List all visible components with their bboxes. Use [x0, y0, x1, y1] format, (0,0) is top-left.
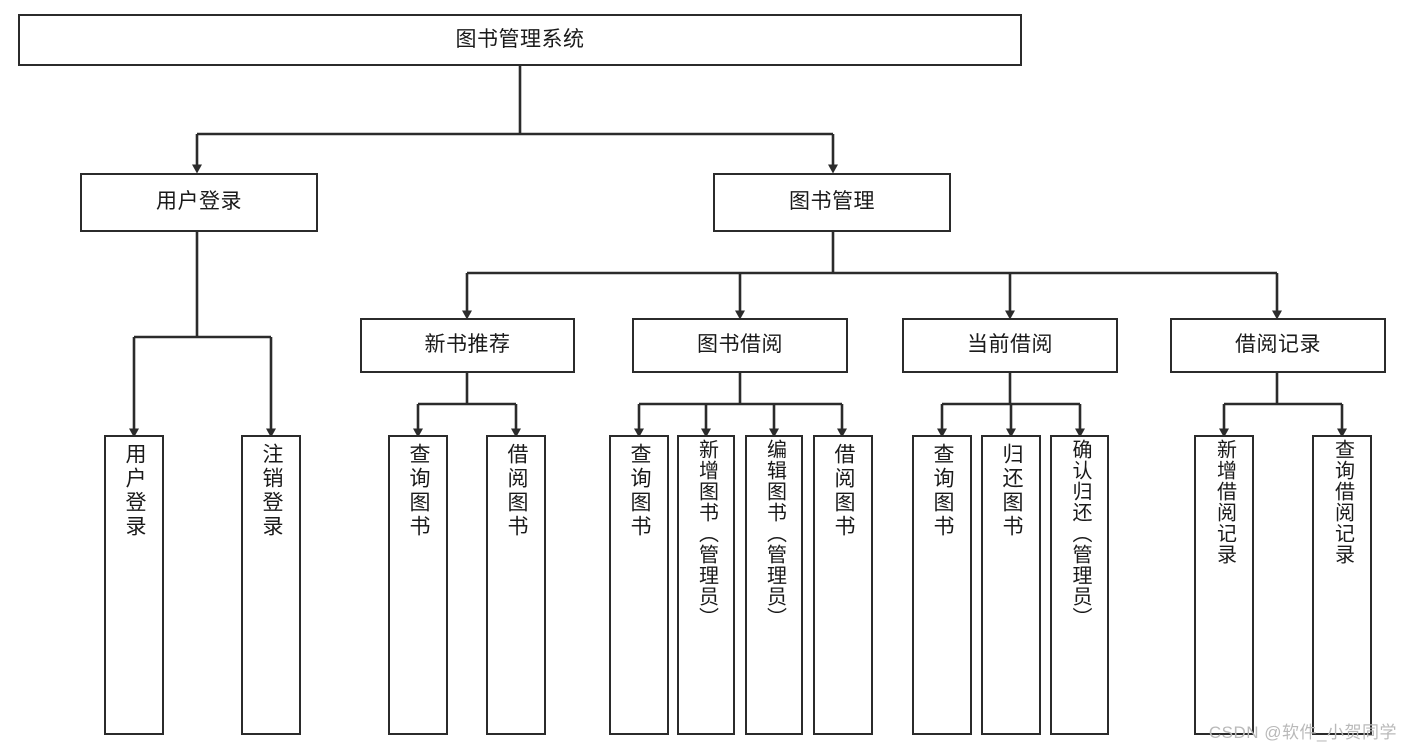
node-current-borrow[interactable]: 当前借阅: [902, 318, 1118, 373]
node-root[interactable]: 图书管理系统: [18, 14, 1022, 66]
node-leaf-borrow-book-1-label: 借阅图书: [505, 443, 529, 539]
node-book-manage[interactable]: 图书管理: [713, 173, 951, 232]
node-book-manage-label: 图书管理: [789, 190, 875, 214]
node-leaf-borrow-book-2-label: 借阅图书: [832, 443, 856, 539]
node-leaf-user-login-label: 用户登录: [123, 443, 147, 539]
node-leaf-query-book-1-label: 查询图书: [407, 443, 431, 539]
node-leaf-borrow-book-1[interactable]: 借阅图书: [486, 435, 546, 735]
node-leaf-return-book-label: 归还图书: [1000, 443, 1024, 539]
node-new-book-rec[interactable]: 新书推荐: [360, 318, 575, 373]
node-user-login-label: 用户登录: [156, 190, 242, 214]
watermark: CSDN @软件_小贺同学: [1208, 723, 1397, 742]
node-leaf-user-login[interactable]: 用户登录: [104, 435, 164, 735]
node-current-borrow-label: 当前借阅: [967, 333, 1053, 357]
node-leaf-query-book-3-label: 查询图书: [931, 443, 955, 539]
node-root-label: 图书管理系统: [455, 27, 585, 51]
node-leaf-edit-book-label: 编辑图书（管理员）: [763, 439, 786, 628]
node-leaf-logout-label: 注销登录: [260, 443, 284, 539]
node-book-borrow-label: 图书借阅: [697, 333, 783, 357]
node-borrow-record-label: 借阅记录: [1235, 333, 1321, 357]
node-leaf-add-book-label: 新增图书（管理员）: [695, 439, 718, 628]
node-leaf-add-record[interactable]: 新增借阅记录: [1194, 435, 1254, 735]
node-leaf-add-record-label: 新增借阅记录: [1213, 439, 1236, 565]
node-leaf-query-record-label: 查询借阅记录: [1331, 439, 1354, 565]
node-leaf-borrow-book-2[interactable]: 借阅图书: [813, 435, 873, 735]
node-leaf-query-book-1[interactable]: 查询图书: [388, 435, 448, 735]
node-leaf-confirm-return[interactable]: 确认归还（管理员）: [1050, 435, 1109, 735]
node-leaf-return-book[interactable]: 归还图书: [981, 435, 1041, 735]
node-borrow-record[interactable]: 借阅记录: [1170, 318, 1386, 373]
node-leaf-logout[interactable]: 注销登录: [241, 435, 301, 735]
node-leaf-query-record[interactable]: 查询借阅记录: [1312, 435, 1372, 735]
node-leaf-query-book-3[interactable]: 查询图书: [912, 435, 972, 735]
node-leaf-query-book-2[interactable]: 查询图书: [609, 435, 669, 735]
node-book-borrow[interactable]: 图书借阅: [632, 318, 848, 373]
node-leaf-confirm-return-label: 确认归还（管理员）: [1069, 439, 1091, 628]
node-new-book-rec-label: 新书推荐: [424, 333, 511, 357]
node-leaf-query-book-2-label: 查询图书: [628, 443, 652, 539]
node-leaf-edit-book[interactable]: 编辑图书（管理员）: [745, 435, 803, 735]
node-leaf-add-book[interactable]: 新增图书（管理员）: [677, 435, 735, 735]
node-user-login[interactable]: 用户登录: [80, 173, 318, 232]
